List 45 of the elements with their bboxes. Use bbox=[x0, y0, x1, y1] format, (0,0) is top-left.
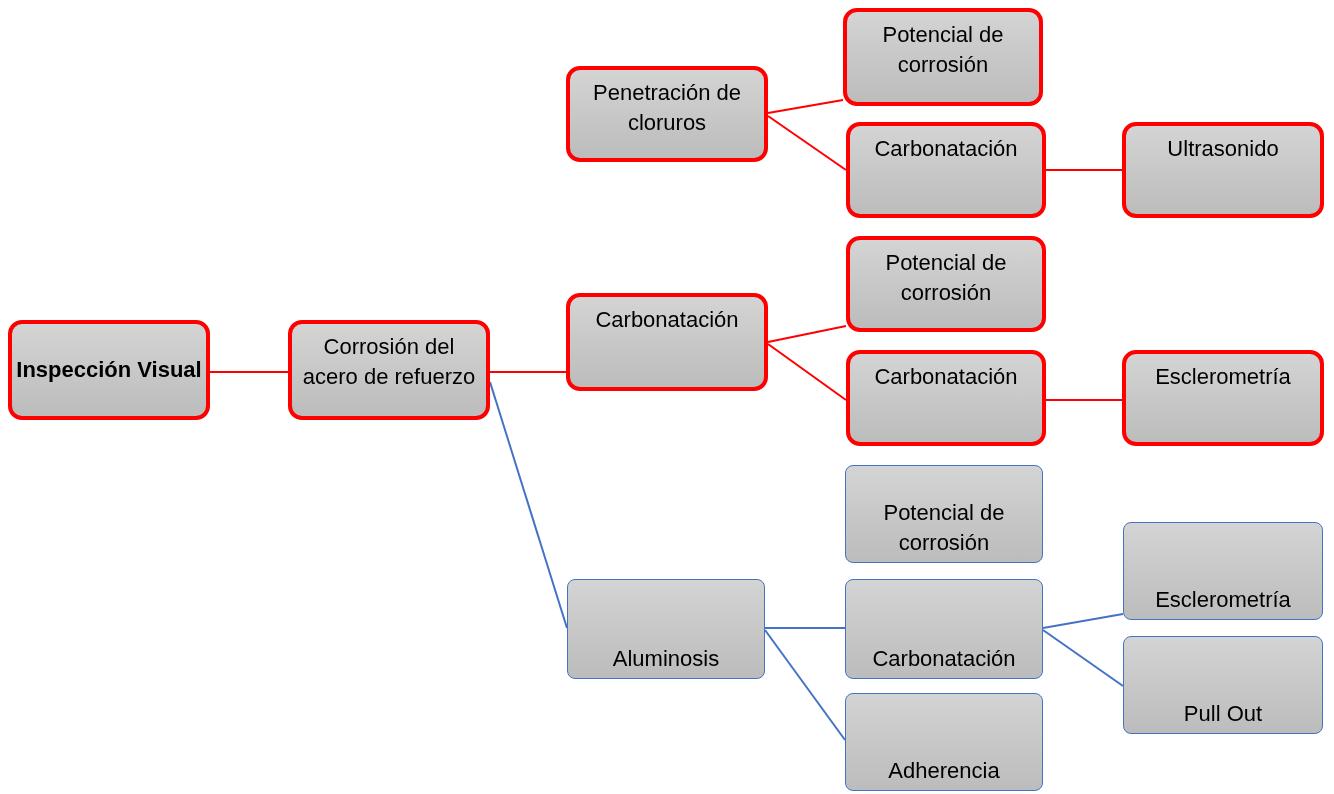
topic-box bbox=[1123, 522, 1323, 620]
connector-line bbox=[489, 371, 567, 373]
connector-line bbox=[209, 371, 289, 373]
connector-line bbox=[767, 343, 847, 401]
topic-box bbox=[846, 236, 1046, 332]
connector-line bbox=[1045, 399, 1123, 401]
box-label: Carbonatación bbox=[874, 363, 1018, 391]
topic-box bbox=[1122, 122, 1324, 218]
topic-box bbox=[566, 66, 768, 162]
connector-line bbox=[767, 99, 844, 114]
topic-box bbox=[845, 579, 1043, 679]
topic-box bbox=[843, 8, 1043, 106]
box-label: Potencial de corrosión bbox=[882, 499, 1006, 557]
topic-box bbox=[846, 350, 1046, 446]
box-label: Corrosión del acero de refuerzo bbox=[301, 333, 477, 391]
connector-line bbox=[764, 629, 846, 741]
topic-box bbox=[8, 320, 210, 420]
topic-box bbox=[567, 579, 765, 679]
connector-line bbox=[767, 115, 847, 171]
connector-line bbox=[1042, 613, 1124, 629]
connector-line bbox=[767, 325, 847, 343]
box-label: Carbonatación bbox=[872, 645, 1016, 673]
box-label: Potencial de corrosión bbox=[884, 249, 1008, 307]
box-label: Pull Out bbox=[1183, 700, 1263, 728]
topic-box bbox=[1123, 636, 1323, 734]
box-label: Carbonatación bbox=[874, 135, 1018, 163]
box-label: Potencial de corrosión bbox=[881, 21, 1005, 79]
box-label: Aluminosis bbox=[612, 645, 720, 673]
topic-box bbox=[845, 693, 1043, 791]
topic-box bbox=[1122, 350, 1324, 446]
topic-box bbox=[566, 293, 768, 391]
topic-box bbox=[845, 465, 1043, 563]
box-label: Inspección Visual bbox=[16, 356, 202, 384]
box-label: Carbonatación bbox=[595, 306, 739, 334]
box-label: Esclerometría bbox=[1155, 363, 1291, 391]
box-label: Ultrasonido bbox=[1167, 135, 1279, 163]
connector-line bbox=[489, 381, 568, 629]
connector-line bbox=[1042, 629, 1124, 687]
topic-box bbox=[846, 122, 1046, 218]
box-label: Penetración de cloruros bbox=[592, 79, 742, 137]
connector-line bbox=[764, 627, 846, 629]
connector-line bbox=[1045, 169, 1123, 171]
box-label: Esclerometría bbox=[1155, 586, 1291, 614]
topic-box bbox=[288, 320, 490, 420]
box-label: Adherencia bbox=[888, 757, 1000, 785]
